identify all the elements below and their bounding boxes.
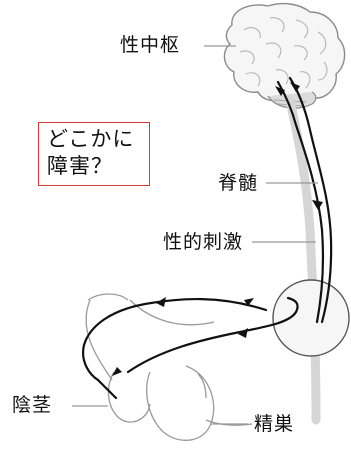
arrow-brain-right xyxy=(290,82,300,92)
pathway-arrows xyxy=(112,82,323,376)
question-box: どこかに 障害？ xyxy=(38,122,150,186)
pelvic-circle xyxy=(272,279,350,357)
label-spinal-cord: 脊髄 xyxy=(218,172,259,194)
label-testis: 精巣 xyxy=(254,413,295,435)
label-penis: 陰茎 xyxy=(12,394,53,416)
arrow-stim-right xyxy=(244,298,254,306)
arrow-spinal xyxy=(312,200,323,210)
neural-pathway xyxy=(82,76,333,400)
brain-illustration xyxy=(223,2,346,425)
label-sexual-center: 性中枢 xyxy=(120,34,181,56)
arrow-brain-left xyxy=(275,86,285,96)
arrow-return xyxy=(238,328,248,338)
leader-lines xyxy=(72,45,318,425)
label-sexual-stimulus: 性的刺激 xyxy=(163,231,244,253)
arrow-penis xyxy=(112,367,122,376)
question-line-1: どこかに xyxy=(47,127,135,151)
question-line-2: 障害？ xyxy=(47,154,113,178)
arrow-stim-left xyxy=(156,297,166,307)
